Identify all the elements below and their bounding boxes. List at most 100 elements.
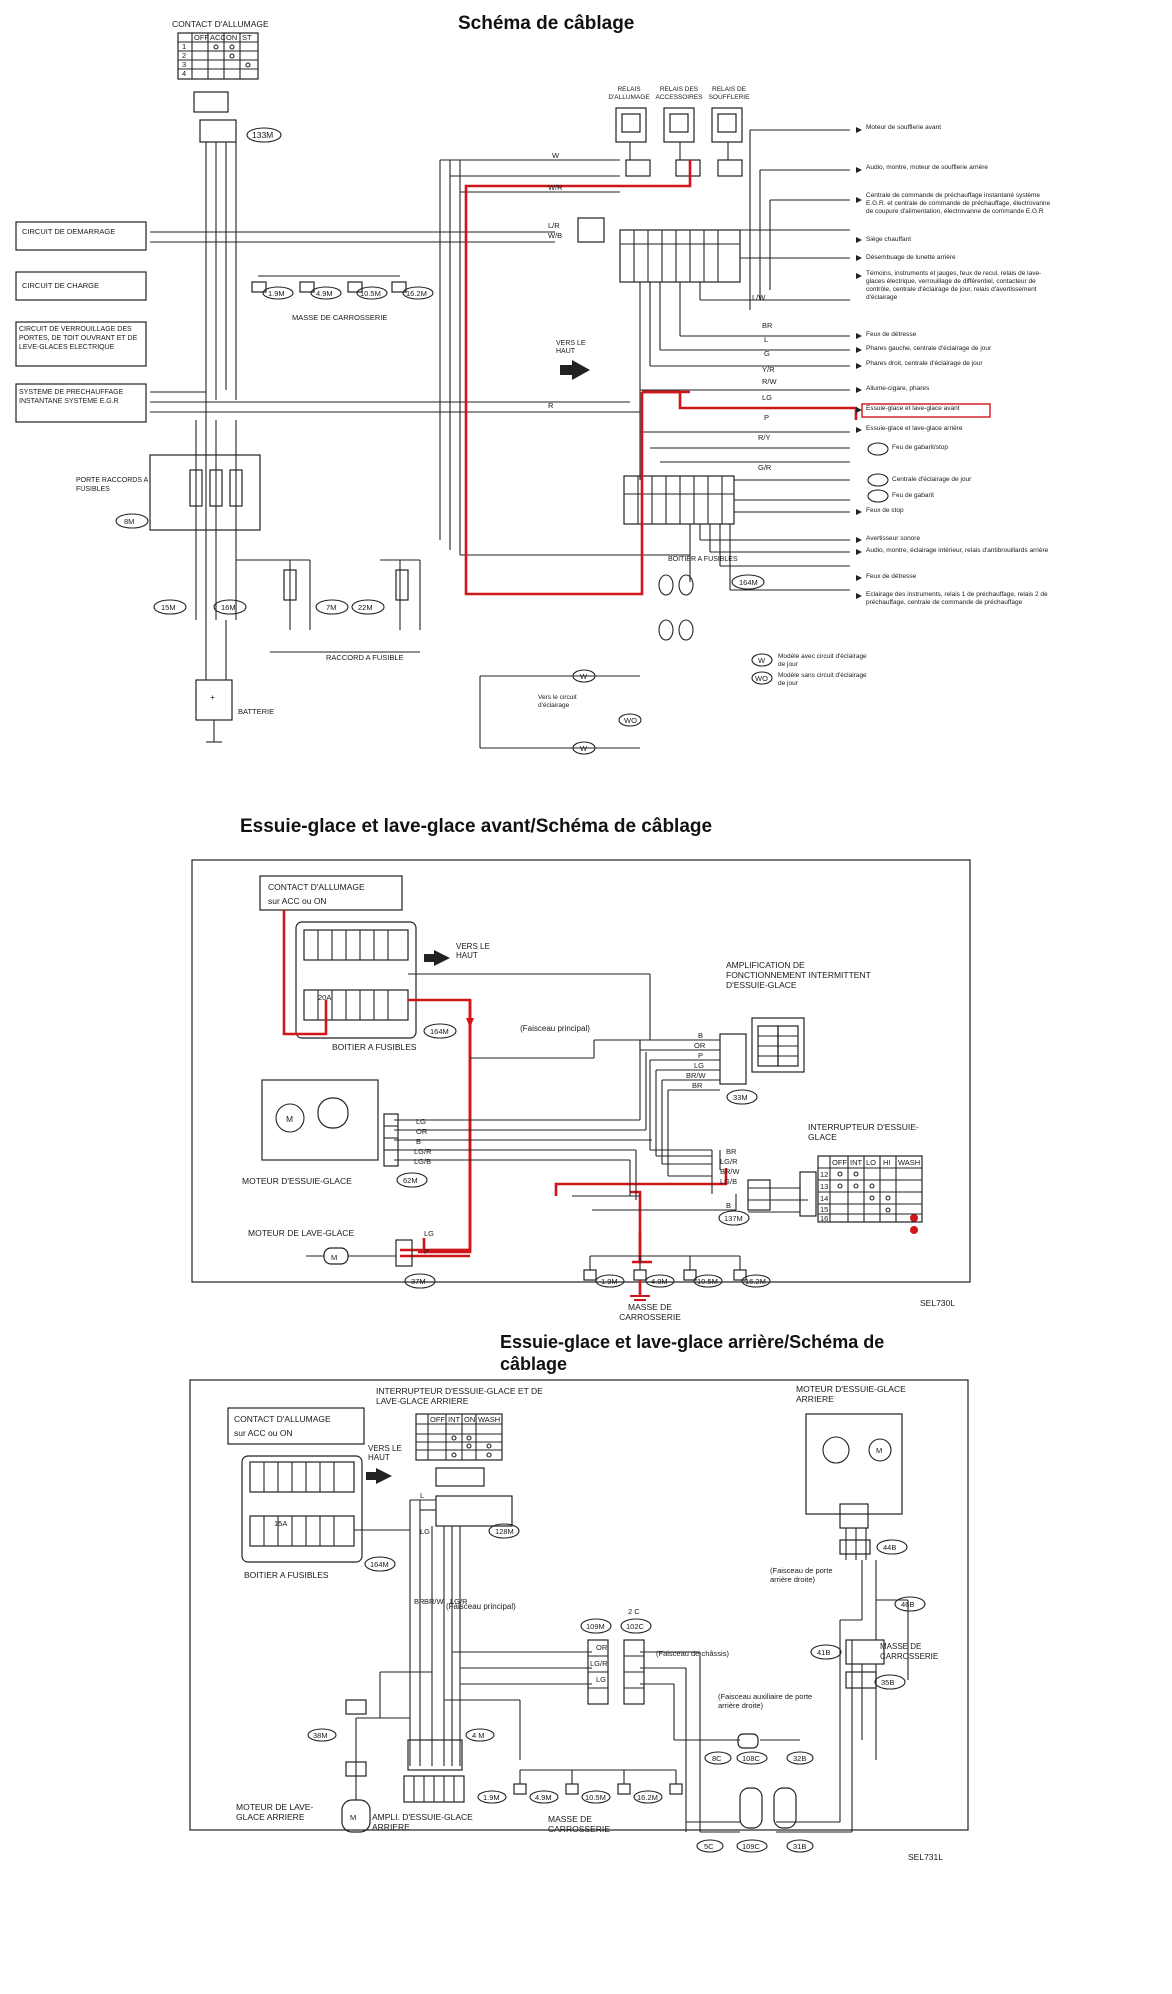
s2-sw-int: INT <box>850 1158 863 1167</box>
s2-conn-137m: 137M <box>724 1214 743 1223</box>
rl-18: Feux de détresse <box>866 573 917 580</box>
s3-moteur-arriere: MOTEUR D'ESSUIE-GLACE ARRIERE <box>796 1384 906 1404</box>
conn-7m: 7M <box>326 603 336 612</box>
ign-row-3: 3 <box>182 60 186 69</box>
rl-3: Siège chauffant <box>866 236 912 243</box>
s3-conn-41b: 41B <box>817 1648 830 1657</box>
right-labels-s1: Moteur de soufflerie avant Audio, montre… <box>856 124 1051 606</box>
conn-133m: 133M <box>252 130 273 140</box>
porte-raccords: PORTE RACCORDS A FUSIBLES <box>76 477 148 493</box>
s3-w-lg2: LG <box>596 1675 606 1684</box>
rl-2: Centrale de commande de préchauffage ins… <box>866 192 1051 215</box>
s2-amplification-label: AMPLIFICATION DE FONCTIONNEMENT INTERMIT… <box>726 960 871 990</box>
s2-g-16-2m: 16.2M <box>745 1277 766 1286</box>
rl-11: Essuie-glace et lave-glace arrière <box>866 425 963 432</box>
s3-switch-conn <box>435 1467 485 1487</box>
wire-codes-s1: W W/R L/R W/B R BR L G Y/R R/W LG P R/Y … <box>548 151 778 472</box>
s3-switch-table: OFF INT ON WASH <box>415 1413 503 1461</box>
s3-conn-128m-block <box>435 1495 513 1527</box>
conn-22m: 22M <box>358 603 373 612</box>
section2-frame <box>191 859 971 1283</box>
rl-19: Eclairage des instruments, relais 1 de p… <box>866 591 1048 606</box>
fuse-block-top <box>577 217 741 283</box>
s3-conn-32b: 32B <box>793 1754 806 1763</box>
s2-faisceau: (Faisceau principal) <box>520 1024 590 1033</box>
relays: RELAIS D'ALLUMAGE RELAIS DES ACCESSOIRES… <box>608 86 749 177</box>
s3-sw-on: ON <box>464 1415 475 1424</box>
fuse-block-wires <box>639 129 850 480</box>
conn-8m: 8M <box>124 517 134 526</box>
s2-down-arrow <box>466 1018 474 1028</box>
s3-w-lgr2: LG/R <box>590 1659 608 1668</box>
ign-col-st: ST <box>242 33 252 42</box>
s2-vers-le-haut: VERS LE HAUT <box>456 942 490 960</box>
svg-text:M: M <box>350 1813 356 1822</box>
ign-col-on: ON <box>226 33 237 42</box>
s3-conn-109m: 109M <box>586 1622 605 1631</box>
s3-contact-sub: sur ACC ou ON <box>234 1428 293 1438</box>
legend-wo-sym: WO <box>755 674 768 683</box>
s3-aux-connectors: 8C 108C 32B 5C 109C 31B <box>696 1733 814 1853</box>
rl-15: Feux de stop <box>866 507 904 514</box>
s3-faisceau-porte: (Faisceau de porte arrière droite) <box>770 1566 833 1584</box>
s2-conn-164m: 164M <box>430 1027 449 1036</box>
legend-w-sym: W <box>758 656 766 665</box>
s2-sw-off: OFF <box>832 1158 847 1167</box>
trunk-wires <box>150 142 640 620</box>
relais-accessoires: RELAIS DES ACCESSOIRES <box>655 86 703 101</box>
rl-0: Moteur de soufflerie avant <box>866 124 942 131</box>
s3-conn-4m: 4 M <box>472 1731 485 1740</box>
raccord-fusible: 15M 16M 7M 22M RACCORD A FUSIBLE <box>153 559 421 662</box>
s3-washer-motor: M MOTEUR DE LAVE-GLACE ARRIERE <box>236 1761 371 1833</box>
w-tag-1: W <box>580 672 588 681</box>
vers-le-haut-s1: VERS LE HAUT <box>556 340 586 355</box>
s2-moteur-lave: MOTEUR DE LAVE-GLACE <box>248 1228 354 1238</box>
raccord-label: RACCORD A FUSIBLE <box>326 653 404 662</box>
s2-g-4-9m: 4.9M <box>651 1277 668 1286</box>
s2-conn-62m: 62M <box>403 1176 418 1185</box>
fuse-holder: PORTE RACCORDS A FUSIBLES 8M <box>76 420 261 620</box>
s2-grounds: 1.9M 4.9M 10.5M 16.2M MASSE DE CARROSSER… <box>583 1255 771 1322</box>
s3-interrupteur: INTERRUPTEUR D'ESSUIE-GLACE ET DE LAVE-G… <box>376 1386 543 1406</box>
s2-sw-w-br: BR <box>726 1147 737 1156</box>
svg-text:BR: BR <box>762 321 773 330</box>
s3-sw-wash: WASH <box>478 1415 500 1424</box>
s3-boitier: BOITIER A FUSIBLES <box>244 1570 329 1580</box>
svg-text:M: M <box>331 1253 337 1262</box>
svg-text:M: M <box>876 1446 882 1455</box>
wo-tag-1: WO <box>624 716 637 725</box>
s2-amplifier: AMPLIFICATION DE FONCTIONNEMENT INTERMIT… <box>686 960 871 1105</box>
s3-rear-wiper-motor: MOTEUR D'ESSUIE-GLACE ARRIERE M 44B (Fai… <box>770 1384 939 1690</box>
s3-conn-109c: 109C <box>742 1842 761 1851</box>
s2-mw-or: OR <box>416 1127 428 1136</box>
s2-code: SEL730L <box>920 1298 955 1308</box>
svg-text:G: G <box>764 349 770 358</box>
s3-conn-31b: 31B <box>793 1842 806 1851</box>
s2-w-p: P <box>698 1051 703 1060</box>
conn-1-9m: 1.9M <box>268 289 285 298</box>
rl-17: Audio, montre, éclairage intérieur, rela… <box>866 547 1049 554</box>
svg-text:R: R <box>548 401 554 410</box>
circuit-verrouillage: CIRCUIT DE VERROUILLAGE DES PORTES, DE T… <box>19 326 138 351</box>
s3-masse-right: MASSE DE CARROSSERIE <box>880 1642 939 1661</box>
section3-title-1: Essuie-glace et lave-glace arrière/Schém… <box>500 1332 884 1352</box>
svg-text:W: W <box>552 151 560 160</box>
s2-w-or: OR <box>694 1041 706 1050</box>
s3-sw-int: INT <box>448 1415 461 1424</box>
svg-text:R/Y: R/Y <box>758 433 771 442</box>
rl-14: Feu de gabarit <box>892 492 934 499</box>
ignition-switch-label: CONTACT D'ALLUMAGE <box>172 19 269 29</box>
battery: + BATTERIE <box>195 620 274 743</box>
ignition-switch-table: OFF ACC ON ST 1 2 3 4 <box>177 32 259 80</box>
svg-text:L: L <box>764 335 768 344</box>
s2-masse: MASSE DE CARROSSERIE <box>619 1302 681 1322</box>
conn-15m: 15M <box>161 603 176 612</box>
s3-w-lg: LG <box>420 1527 430 1536</box>
legend-w-text: Modèle avec circuit d'éclairage de jour <box>778 653 867 668</box>
s2-w-brw: BR/W <box>686 1071 707 1080</box>
ground-connectors-s1: 1.9M 4.9M 10.5M 16.2M MASSE DE CARROSSER… <box>251 275 434 322</box>
s2-sw-w-lgb: LG/B <box>720 1177 737 1186</box>
ign-row-4: 4 <box>182 69 186 78</box>
s3-conn-164m: 164M <box>370 1560 389 1569</box>
